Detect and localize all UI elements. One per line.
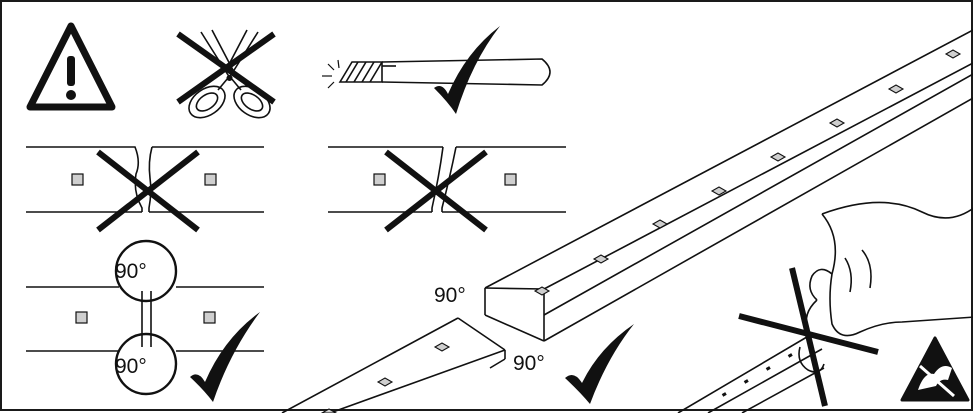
checkmark-icon [190, 312, 260, 402]
strip-slanted-cut-right [328, 146, 566, 233]
hand-handling-strip [677, 201, 973, 413]
angle-circle-top [114, 239, 178, 303]
led-strip-large [484, 29, 973, 342]
led-strip-cut-piece [281, 317, 506, 413]
checkmark-icon [434, 26, 500, 114]
angle-label-strip-bottom: 90° [513, 352, 545, 375]
scissors-prohibited-icon [176, 29, 276, 119]
esd-warning-icon [900, 336, 970, 402]
angle-label-circle-bottom: 90° [115, 355, 147, 378]
checkmark-icon [565, 324, 634, 404]
prohibition-cross [176, 31, 276, 105]
strip-straight-cut [26, 239, 264, 396]
warning-triangle-icon [26, 22, 116, 111]
sparkle [322, 59, 340, 89]
angle-label-circle-top: 90° [115, 260, 147, 283]
knife-cutter-icon [322, 58, 551, 89]
angle-label-strip-end: 90° [434, 284, 466, 307]
angle-circle-bottom [114, 332, 178, 396]
strip-crooked-cut-left [26, 146, 264, 233]
led-row [533, 49, 962, 296]
